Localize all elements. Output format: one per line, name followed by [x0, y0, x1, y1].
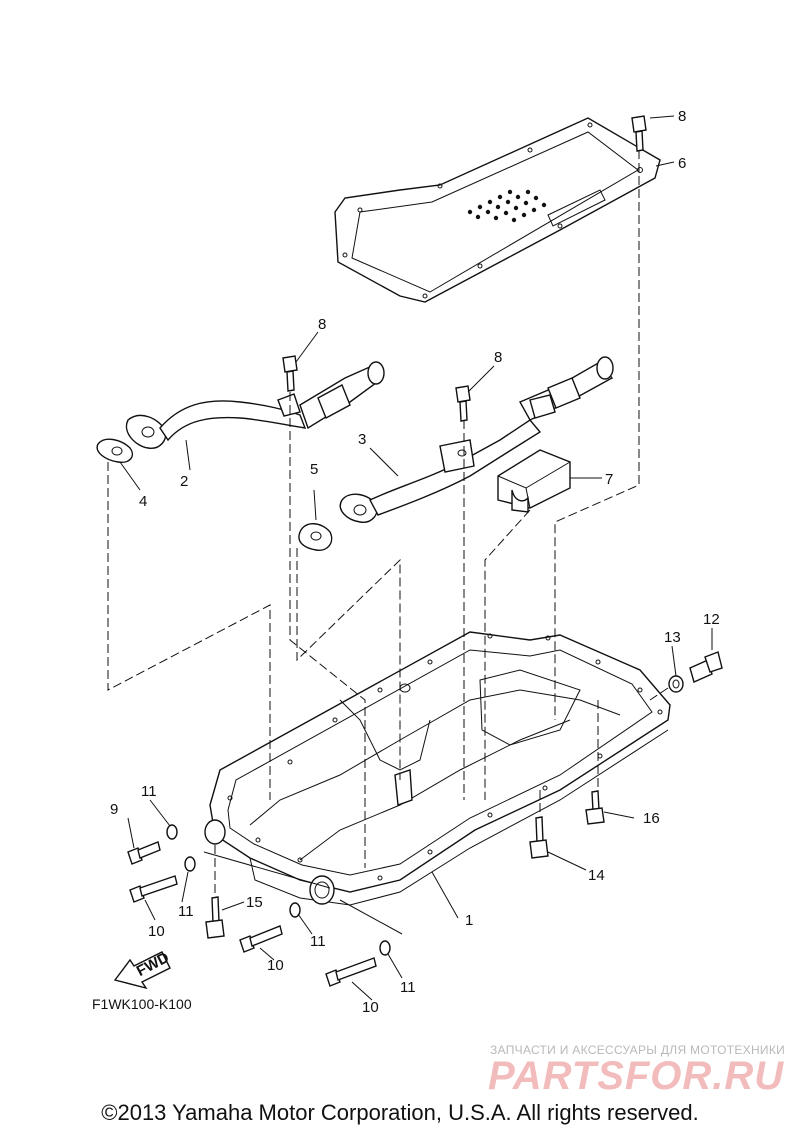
callout-9: 9 — [110, 801, 118, 818]
callout-10-a: 10 — [148, 923, 165, 940]
callout-13: 13 — [664, 629, 681, 646]
callout-16: 16 — [643, 810, 660, 827]
bolt-part-16 — [585, 790, 605, 825]
callout-12: 12 — [703, 611, 720, 628]
bolt-part-14 — [529, 816, 549, 859]
bracket-part-7 — [497, 449, 571, 513]
callout-6: 6 — [678, 155, 686, 172]
drain-bolt-part-12 — [689, 651, 723, 683]
callout-8-top: 8 — [678, 108, 686, 125]
callout-11-a: 11 — [141, 783, 157, 800]
callout-3: 3 — [358, 431, 366, 448]
callout-1: 1 — [465, 912, 473, 929]
bolt-part-8-mid — [455, 385, 471, 422]
callout-10-b: 10 — [267, 957, 284, 974]
callout-10-c: 10 — [362, 999, 379, 1016]
copyright-notice: ©2013 Yamaha Motor Corporation, U.S.A. A… — [101, 1100, 699, 1125]
callout-15: 15 — [246, 894, 263, 911]
callout-2: 2 — [180, 473, 188, 490]
bolt-part-10-a — [129, 875, 178, 903]
callout-4: 4 — [139, 493, 147, 510]
baffle-plate-part-6 — [334, 117, 661, 303]
washer-part-13 — [668, 675, 684, 693]
watermark-brand: PARTSFOR.RU — [488, 1054, 785, 1098]
bolt-part-10-c — [325, 957, 377, 987]
callout-11-d: 11 — [400, 979, 416, 996]
bolt-part-10-b — [239, 925, 283, 953]
washers-part-11 — [166, 824, 391, 956]
watermark-tagline: ЗАПЧАСТИ И АКСЕССУАРЫ ДЛЯ МОТОТЕХНИКИ — [490, 1043, 786, 1057]
callout-14: 14 — [588, 867, 605, 884]
callout-11-b: 11 — [178, 903, 194, 920]
bolt-part-9 — [127, 841, 161, 865]
oil-pan-part-1 — [204, 631, 671, 906]
oil-pipe-part-3 — [339, 356, 614, 523]
bolt-part-8-left — [282, 355, 298, 392]
assembly-guide-lines — [107, 150, 669, 896]
bolt-part-15 — [205, 896, 225, 939]
callout-labels: 1 2 3 4 5 6 7 8 8 8 9 10 10 10 11 11 11 … — [110, 108, 720, 1016]
callout-8-mid: 8 — [494, 349, 502, 366]
gasket-part-5 — [298, 523, 333, 551]
callout-8-left: 8 — [318, 316, 326, 333]
gasket-part-4 — [96, 438, 134, 463]
callout-5: 5 — [310, 461, 318, 478]
leader-lines — [119, 115, 713, 1001]
callout-7: 7 — [605, 471, 613, 488]
oil-pipe-part-2 — [125, 361, 385, 449]
forward-arrow-icon: FWD — [113, 949, 172, 990]
diagram-part-code: F1WK100-K100 — [92, 996, 192, 1012]
callout-11-c: 11 — [310, 933, 326, 950]
bolt-part-8-top — [631, 115, 647, 152]
